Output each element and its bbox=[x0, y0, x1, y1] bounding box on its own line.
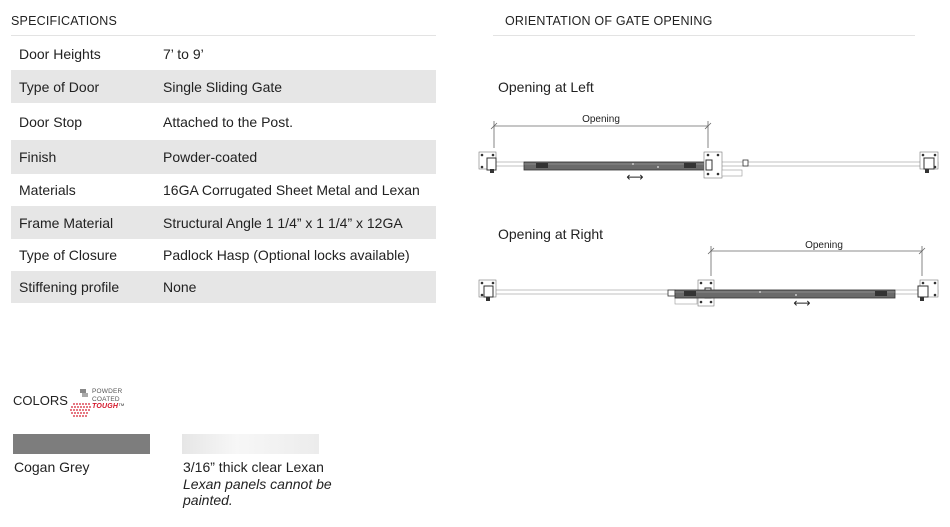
gate-panel bbox=[674, 289, 896, 299]
dimension-line bbox=[707, 246, 926, 276]
gate-panel bbox=[523, 161, 705, 171]
specifications-table: Door Heights 7’ to 9’ Type of Door Singl… bbox=[11, 37, 436, 303]
badge-tough: TOUGH bbox=[92, 403, 119, 410]
spec-label: Frame Material bbox=[19, 214, 114, 231]
slide-direction-arrow: ⟷ bbox=[793, 296, 810, 310]
left-post bbox=[478, 279, 497, 301]
center-post bbox=[703, 151, 749, 179]
spec-row-type-of-closure: Type of Closure Padlock Hasp (Optional l… bbox=[11, 239, 436, 271]
spec-label: Finish bbox=[19, 149, 57, 165]
spec-label: Stiffening profile bbox=[19, 279, 120, 295]
spec-row-finish: Finish Powder-coated bbox=[11, 140, 436, 174]
spec-label: Type of Closure bbox=[19, 247, 118, 263]
badge-line: POWDER bbox=[92, 388, 123, 395]
spec-value: 7’ to 9’ bbox=[163, 45, 204, 62]
spec-row-door-heights: Door Heights 7’ to 9’ bbox=[11, 37, 436, 70]
spec-value: Single Sliding Gate bbox=[163, 78, 283, 95]
right-post bbox=[919, 151, 939, 173]
swatch-name-cogan-grey: Cogan Grey bbox=[14, 459, 90, 475]
powder-coated-logo-icon bbox=[70, 389, 91, 417]
right-post bbox=[917, 279, 939, 301]
spec-row-frame-material: Frame Material Structural Angle 1 1/4” x… bbox=[11, 206, 436, 239]
spec-row-materials: Materials 16GA Corrugated Sheet Metal an… bbox=[11, 174, 436, 206]
dimension-line bbox=[490, 121, 712, 148]
spec-value: Attached to the Post. bbox=[163, 113, 293, 130]
spec-label: Type of Door bbox=[19, 78, 100, 95]
opening-dimension-label: Opening bbox=[582, 114, 620, 125]
gate-diagram-opening-left: Opening ⟷ bbox=[478, 114, 939, 184]
orientation-title: ORIENTATION OF GATE OPENING bbox=[505, 14, 713, 28]
opening-left-caption: Opening at Left bbox=[498, 79, 594, 95]
left-post bbox=[478, 151, 497, 173]
spec-row-door-stop: Door Stop Attached to the Post. bbox=[11, 103, 436, 140]
colors-title: COLORS bbox=[13, 393, 68, 408]
swatch-clear-lexan bbox=[182, 434, 319, 454]
opening-right-caption: Opening at Right bbox=[498, 226, 604, 242]
spec-value: 16GA Corrugated Sheet Metal and Lexan bbox=[163, 182, 420, 198]
swatch-note-lexan: Lexan panels cannot be painted. bbox=[183, 476, 332, 508]
spec-label: Door Heights bbox=[19, 45, 101, 62]
powder-coated-tough-badge: POWDER COATED TOUGH™ bbox=[68, 388, 134, 424]
swatch-cogan-grey bbox=[13, 434, 150, 454]
spec-value: None bbox=[163, 279, 197, 295]
swatch-name-clear-lexan: 3/16” thick clear Lexan bbox=[183, 459, 324, 475]
spec-row-stiffening-profile: Stiffening profile None bbox=[11, 271, 436, 303]
badge-text: POWDER COATED TOUGH™ bbox=[92, 388, 125, 411]
spec-value: Powder-coated bbox=[163, 149, 258, 165]
spec-value: Padlock Hasp (Optional locks available) bbox=[163, 247, 410, 263]
orientation-divider bbox=[493, 35, 915, 36]
specifications-title: SPECIFICATIONS bbox=[11, 14, 118, 28]
slide-direction-arrow: ⟷ bbox=[626, 170, 643, 184]
badge-trademark: ™ bbox=[118, 403, 125, 410]
specifications-divider bbox=[11, 35, 436, 36]
spec-label: Door Stop bbox=[19, 113, 83, 130]
badge-line: COATED bbox=[92, 395, 120, 403]
opening-dimension-label: Opening bbox=[805, 240, 843, 251]
spec-value: Structural Angle 1 1/4” x 1 1/4” x 12GA bbox=[163, 214, 403, 231]
spec-row-type-of-door: Type of Door Single Sliding Gate bbox=[11, 70, 436, 103]
spec-label: Materials bbox=[19, 182, 76, 198]
gate-diagram-opening-right: Opening ⟷ bbox=[478, 240, 939, 310]
